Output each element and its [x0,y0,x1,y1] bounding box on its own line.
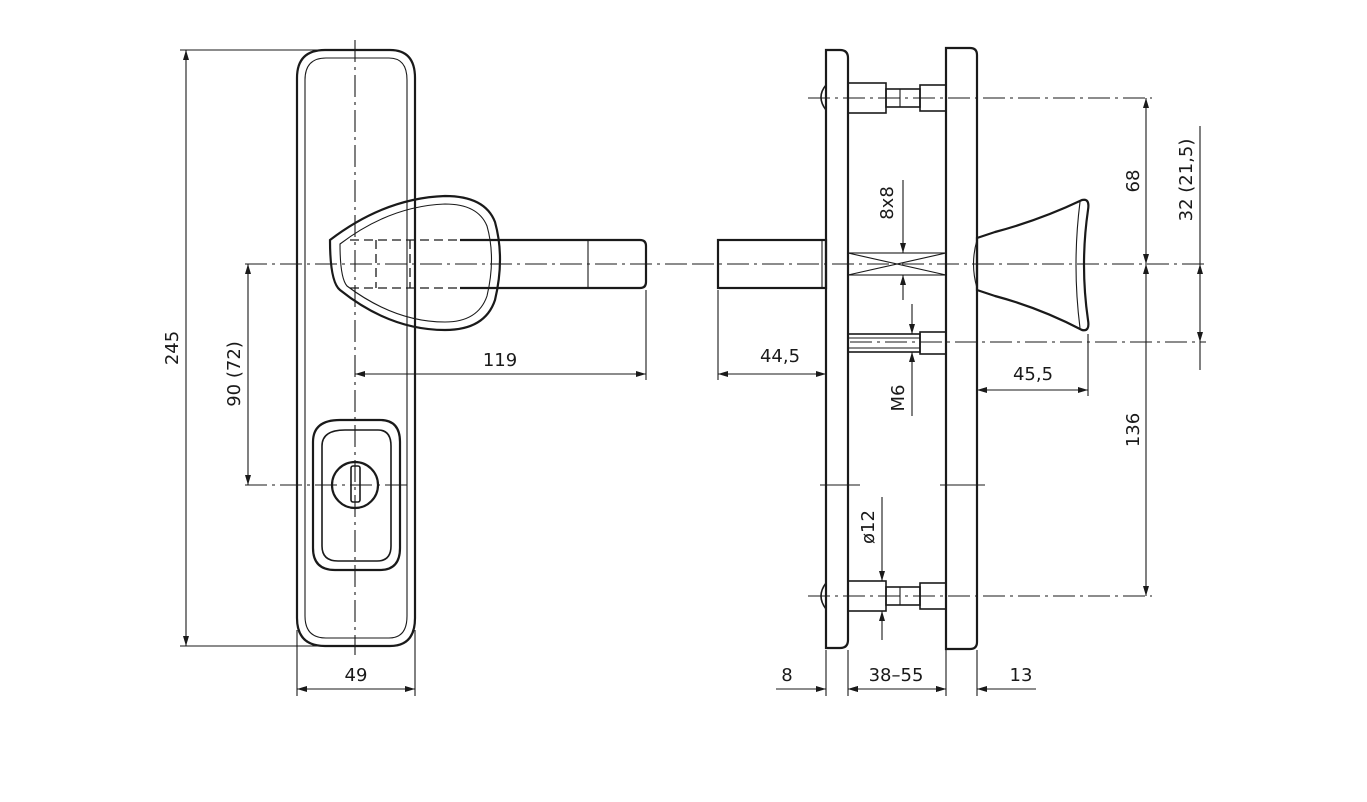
dim-inner-plate-thickness: 13 [1010,665,1033,686]
turn-knob-edge [1075,201,1081,329]
screw-head-top [820,84,827,111]
dim-plate-width: 49 [345,665,368,686]
turn-knob [975,198,1090,332]
cylinder-escutcheon-inner [321,429,392,562]
front-plate-outline [295,48,417,648]
dim-handle-length: 119 [483,350,517,371]
dim-bolt-thread: M6 [888,385,909,412]
cylinder-escutcheon-outer [311,418,402,572]
outer-plate-profile [824,48,850,650]
dim-outer-plate-thickness: 8 [781,665,792,686]
dim-bolt-offset: 32 (21,5) [1176,139,1197,222]
dim-door-thickness: 38–55 [869,665,924,686]
side-view: 68 136 32 (21,5) 8x8 M6 ø12 44,5 45,5 [692,46,1206,696]
inner-plate-profile [944,46,979,651]
dim-pin-diameter: ø12 [858,510,879,544]
dim-lower-screw-offset: 136 [1123,413,1144,447]
front-plate-inner-edge [304,57,408,639]
front-view: 245 90 (72) 119 49 [162,40,690,696]
dim-knob-projection: 45,5 [1013,364,1053,385]
dim-upper-screw-offset: 68 [1123,170,1144,193]
handle-rose-outline [328,194,502,332]
dim-spindle-projection: 44,5 [760,346,800,367]
handle-rose-inner [339,203,492,323]
dim-spindle-square: 8x8 [877,186,898,220]
dim-plate-height: 245 [162,331,183,365]
through-bolt [847,331,947,355]
dim-axis-spacing: 90 (72) [224,341,245,407]
